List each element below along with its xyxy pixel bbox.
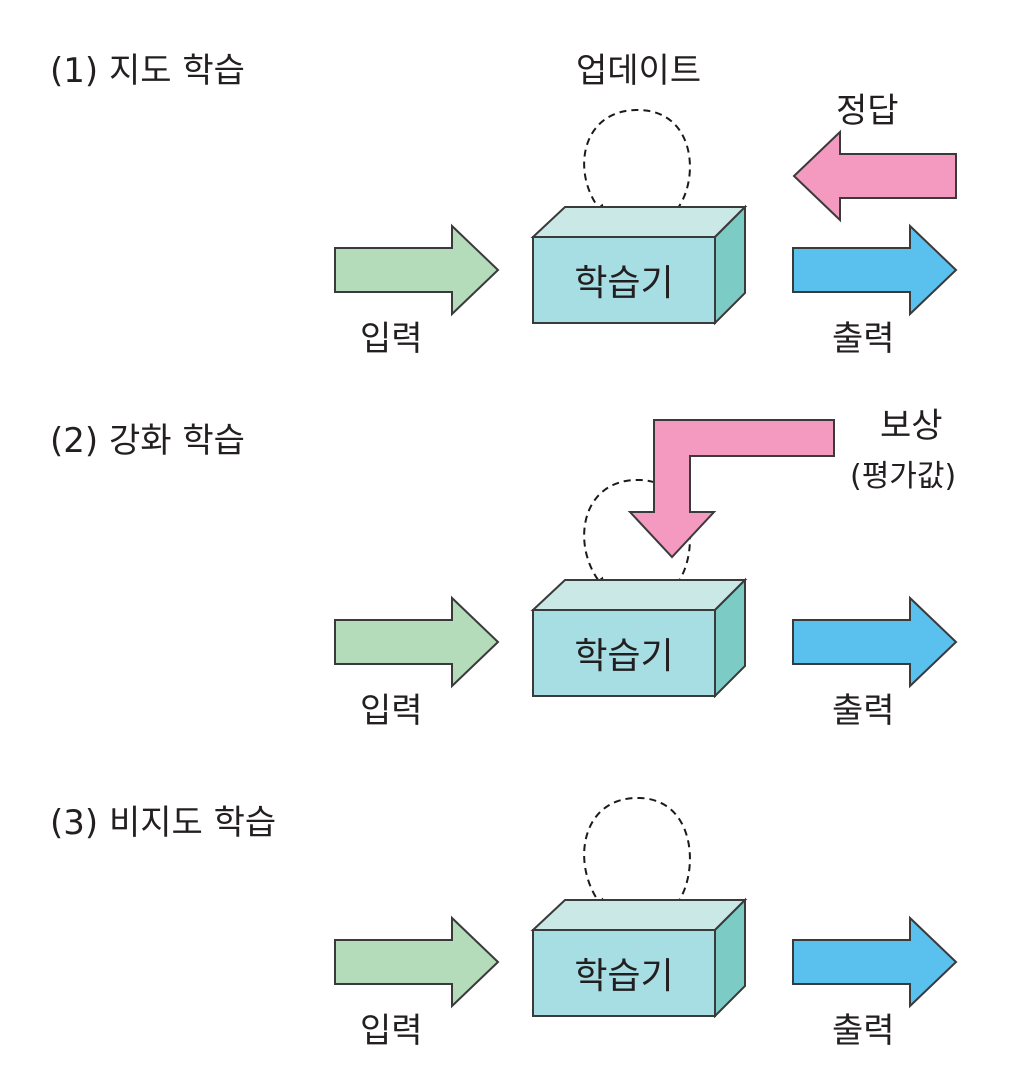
output-arrow (792, 223, 958, 317)
answer-label: 정답 (836, 91, 899, 131)
learner-label: 학습기 (574, 263, 673, 304)
update-loop-arrow (583, 478, 691, 594)
input-arrow (334, 595, 500, 689)
section-supervised: (1) 지도 학습 업데이트 학습기 입력 출력 정답 (50, 51, 958, 359)
reward-arrow (627, 419, 835, 559)
input-label: 입력 (360, 1011, 423, 1051)
input-arrow (334, 223, 500, 317)
section-unsupervised: (3) 비지도 학습 학습기 입력 출력 (50, 796, 958, 1051)
reward-label: 보상 (880, 406, 943, 446)
learner-box: 학습기 (530, 577, 748, 699)
output-label: 출력 (832, 691, 895, 731)
section-title: (3) 비지도 학습 (50, 803, 276, 843)
update-loop-arrow (583, 108, 691, 219)
learner-box: 학습기 (530, 204, 748, 326)
input-label: 입력 (360, 319, 423, 359)
learner-label: 학습기 (574, 956, 673, 997)
input-arrow (334, 915, 500, 1009)
output-arrow (792, 595, 958, 689)
input-label: 입력 (360, 691, 423, 731)
output-label: 출력 (832, 319, 895, 359)
learner-label: 학습기 (574, 636, 673, 677)
section-reinforcement: (2) 강화 학습 보상 (평가값) 학습기 입력 출력 (50, 406, 958, 731)
section-title: (1) 지도 학습 (50, 51, 245, 91)
reward-sublabel: (평가값) (850, 459, 956, 494)
answer-arrow (792, 129, 957, 223)
output-label: 출력 (832, 1011, 895, 1051)
section-title: (2) 강화 학습 (50, 421, 245, 461)
update-label: 업데이트 (576, 51, 701, 91)
update-loop-arrow (583, 796, 691, 914)
output-arrow (792, 915, 958, 1009)
learner-box: 학습기 (530, 897, 748, 1019)
